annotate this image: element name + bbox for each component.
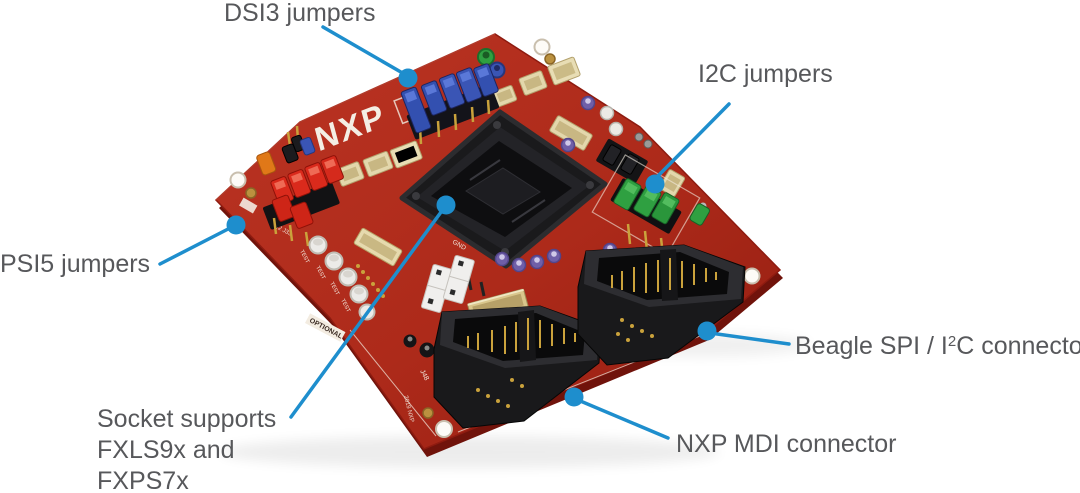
pin-header-left	[353, 227, 403, 298]
callouts	[158, 25, 791, 440]
callout-line-mdi	[576, 398, 670, 440]
beagle-label-suffix: C connector	[956, 332, 1080, 360]
beagle-label-superscript: 2	[947, 333, 957, 350]
mdi-connector	[433, 305, 602, 429]
beagle-connector	[577, 244, 746, 366]
callout-dot-dsi3	[398, 68, 418, 88]
white-jumper-pair	[421, 255, 475, 313]
callout-line-beagle	[708, 331, 791, 346]
label-i2c-jumpers: I2C jumpers	[698, 60, 833, 88]
chip-socket	[399, 109, 608, 297]
beagle-label-prefix: Beagle SPI / I	[795, 332, 948, 360]
dsi3-jumper-block	[400, 63, 500, 145]
label-mdi-connector: NXP MDI connector	[676, 430, 897, 458]
callout-dot-mdi	[564, 387, 584, 407]
label-beagle-connector: Beagle SPI / I2C connector	[795, 331, 1080, 365]
misc-jumper-caps-left	[256, 125, 316, 176]
callout-line-socket	[289, 206, 446, 419]
psi5-jumper-block	[263, 155, 344, 247]
callout-dot-beagle	[697, 321, 717, 341]
callout-line-dsi3	[321, 25, 408, 77]
label-dsi3-jumpers: DSI3 jumpers	[224, 0, 376, 27]
callout-dot-socket	[436, 195, 456, 215]
callout-dot-psi5	[226, 215, 246, 235]
label-psi5-jumpers: PSI5 jumpers	[0, 250, 151, 278]
callout-dot-i2c	[645, 174, 665, 194]
wire-connectors-left	[335, 140, 423, 187]
label-socket-supports: Socket supports FXLS9x and FXPS7x sensor…	[97, 404, 327, 493]
callout-line-i2c	[651, 102, 731, 183]
socket-label-line1: Socket supports	[97, 405, 277, 433]
silk-j48: J48	[418, 369, 430, 382]
socket-label-line2: FXLS9x and FXPS7x	[97, 436, 235, 493]
callout-line-psi5	[158, 225, 234, 266]
wire-connectors-top	[492, 56, 686, 197]
